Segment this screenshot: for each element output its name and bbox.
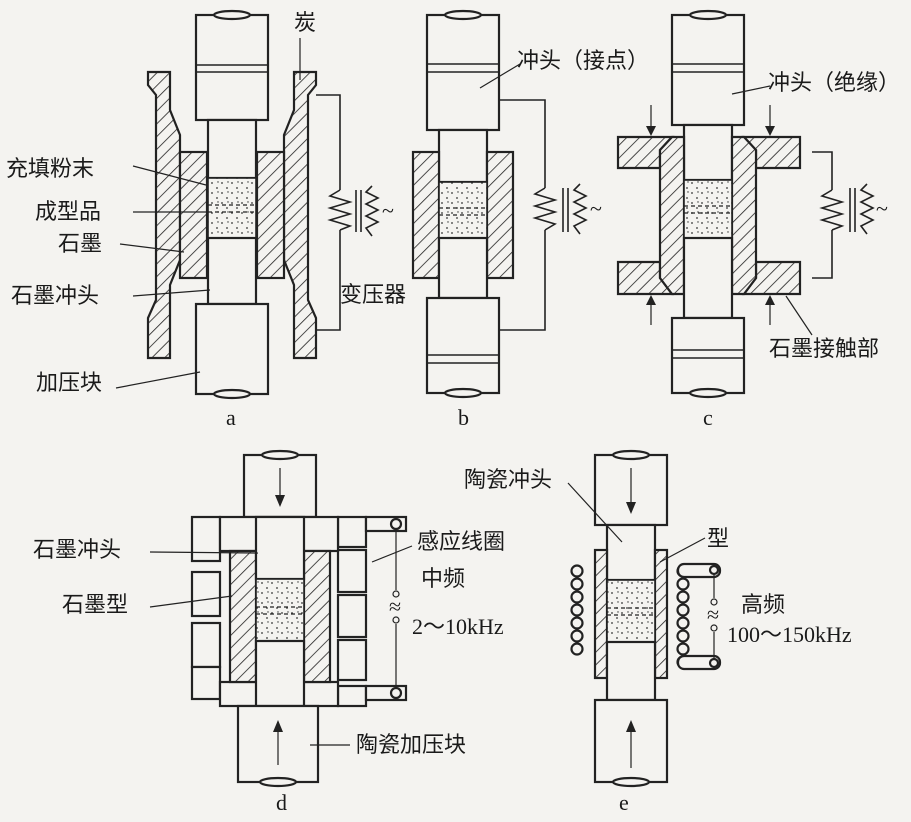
label-ceramic-press-block: 陶瓷加压块 [356,733,466,758]
ac-symbol-e: ≈ [707,602,719,627]
upper-punch-b [437,128,489,184]
transformer-secondary-a [364,185,380,237]
powder-c [683,179,733,239]
powder-e [606,579,656,643]
panel-a: ~ [115,9,394,400]
transformer-primary-b [532,187,558,231]
ac-symbol-a: ~ [382,198,394,223]
label-punch-contact: 冲头（接点） [517,49,649,74]
mold-left-e [593,548,609,680]
graphite-die-left-a [178,150,209,280]
panel-d: ≈ [149,449,413,788]
powder-d [255,578,305,642]
label-mid-freq-range: 2～10kHz [412,614,504,639]
graphite-mold-left-d [228,549,258,684]
transformer-secondary-b [572,183,588,235]
graphite-punch-d [254,515,306,581]
graphite-mold-right-d [302,549,332,684]
lower-punch-c [682,236,734,320]
powder-b [438,181,488,239]
upper-punch-block-c [670,13,746,127]
caption-d: d [276,790,287,815]
die-right-c [730,135,758,296]
carbon-sleeve-left-a [146,70,182,360]
lower-graphite-punch-d [254,639,306,708]
lower-block-b [425,296,501,395]
label-high-freq-range: 100～150kHz [727,622,852,647]
label-induction-coil: 感应线圈 [417,530,505,555]
transformer-primary-c [819,189,845,231]
caption-a: a [226,405,236,430]
label-mold-e: 型 [707,527,729,552]
label-graphite-punch-d: 石墨冲头 [33,538,121,563]
label-transformer: 变压器 [340,283,406,308]
label-high-freq: 高频 [741,593,785,618]
lower-block-c [670,316,746,395]
label-punch-insulated: 冲头（绝缘） [768,71,900,96]
die-left-c [658,135,686,296]
graphite-die-right-b [485,150,515,280]
upper-punch-a [206,118,258,180]
upper-punch-c [682,123,734,182]
press-block-a [194,302,270,396]
label-mid-freq: 中频 [421,567,465,592]
lower-punch-e [605,640,657,702]
panel-b: ~ [411,9,602,399]
lower-punch-b [437,236,489,300]
mold-right-e [653,548,669,680]
upper-rod-a [194,13,270,122]
caption-c: c [703,405,713,430]
rod-end-a-top [212,9,252,21]
panel-c: ~ [616,9,888,399]
carbon-sleeve-right-a [282,70,318,360]
ac-symbol-b: ~ [590,196,602,221]
label-graphite-contact: 石墨接触部 [769,337,879,362]
label-graphite-mold: 石墨型 [62,593,128,618]
ac-symbol-d: ≈ [389,594,401,619]
coil-block-d [190,515,222,563]
coil-left-e [570,564,584,656]
powder-a [207,177,257,239]
label-filled-powder: 充填粉末 [6,157,94,182]
transformer-secondary-c [859,183,875,235]
lower-punch-a [206,236,258,306]
coil-right-e [676,564,690,669]
caption-e: e [619,790,629,815]
label-graphite: 石墨 [58,232,102,257]
graphite-die-right-a [255,150,286,280]
label-carbon: 炭 [294,11,316,36]
transformer-primary-a [327,189,353,231]
label-ceramic-punch: 陶瓷冲头 [464,468,552,493]
ac-symbol-c: ~ [876,196,888,221]
label-press-block: 加压块 [36,371,102,396]
label-formed-part: 成型品 [35,200,101,225]
caption-b: b [458,405,469,430]
label-graphite-punch-a: 石墨冲头 [11,284,99,309]
panel-e: ≈ [567,449,722,788]
graphite-die-left-b [411,150,441,280]
